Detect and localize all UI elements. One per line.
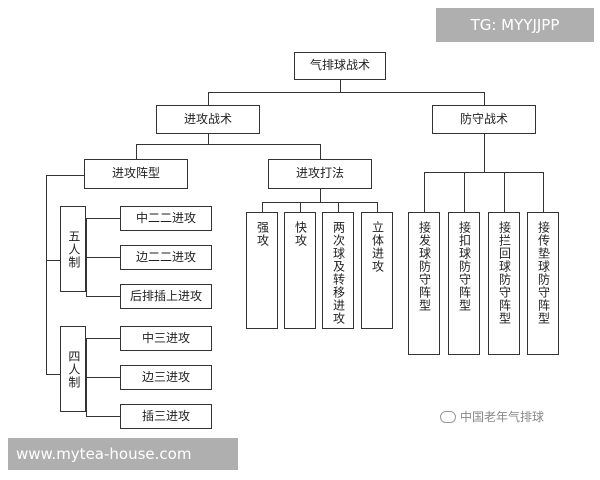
node-five-item-label: 中二二进攻 bbox=[135, 210, 196, 225]
connector bbox=[504, 172, 505, 212]
connector bbox=[300, 202, 301, 212]
node-five-item: 中二二进攻 bbox=[120, 206, 212, 231]
connector bbox=[464, 172, 465, 212]
node-method-label: 快攻 bbox=[293, 221, 308, 247]
node-root: 气排球战术 bbox=[294, 52, 386, 80]
connector bbox=[86, 377, 120, 378]
connector bbox=[136, 144, 320, 145]
node-attack: 进攻战术 bbox=[156, 105, 260, 134]
connector bbox=[484, 134, 485, 172]
connector bbox=[208, 92, 484, 93]
connector bbox=[262, 202, 263, 212]
connector bbox=[46, 374, 60, 375]
node-method: 两次球及转移进攻 bbox=[322, 212, 354, 329]
node-four-item: 插三进攻 bbox=[120, 404, 212, 429]
node-four-item: 中三进攻 bbox=[120, 326, 212, 351]
connector bbox=[136, 144, 137, 159]
node-defense-item-label: 接发球防守阵型 bbox=[417, 221, 432, 312]
connector bbox=[377, 202, 378, 212]
node-method: 强攻 bbox=[246, 212, 278, 329]
wechat-watermark-text: 中国老年气排球 bbox=[460, 410, 545, 424]
node-four-item: 边三进攻 bbox=[120, 365, 212, 390]
node-defense-item: 接拦回球防守阵型 bbox=[488, 212, 520, 355]
wechat-icon bbox=[440, 410, 456, 423]
node-attack-formation-label: 进攻阵型 bbox=[111, 166, 160, 181]
node-four-player-label: 四人制 bbox=[66, 349, 81, 389]
node-method-label: 强攻 bbox=[255, 221, 270, 247]
connector bbox=[46, 260, 60, 261]
node-four-item-label: 中三进攻 bbox=[141, 330, 190, 345]
connector bbox=[543, 172, 544, 212]
node-defense-item-label: 接传垫球防守阵型 bbox=[536, 221, 551, 325]
node-five-item: 边二二进攻 bbox=[120, 245, 212, 270]
node-four-item-label: 插三进攻 bbox=[141, 408, 190, 423]
node-defense-item: 接扣球防守阵型 bbox=[448, 212, 480, 355]
node-defense-item-label: 接拦回球防守阵型 bbox=[497, 221, 512, 325]
connector bbox=[86, 338, 120, 339]
node-attack-methods-label: 进攻打法 bbox=[295, 166, 344, 181]
connector bbox=[484, 92, 485, 105]
connector bbox=[320, 144, 321, 159]
connector bbox=[208, 134, 209, 144]
node-root-label: 气排球战术 bbox=[309, 58, 370, 73]
node-defense-label: 防守战术 bbox=[459, 111, 508, 126]
node-defense-item: 接发球防守阵型 bbox=[408, 212, 440, 355]
url-watermark: www.mytea-house.com bbox=[8, 438, 238, 470]
node-method-label: 两次球及转移进攻 bbox=[331, 221, 346, 325]
node-five-item-label: 后排插上进攻 bbox=[129, 288, 202, 303]
node-defense-item: 接传垫球防守阵型 bbox=[527, 212, 559, 355]
connector bbox=[320, 189, 321, 202]
connector bbox=[340, 80, 341, 92]
node-five-item: 后排插上进攻 bbox=[120, 284, 212, 309]
node-attack-formation: 进攻阵型 bbox=[84, 159, 188, 189]
connector bbox=[338, 202, 339, 212]
node-five-player-label: 五人制 bbox=[66, 229, 81, 269]
connector bbox=[424, 172, 425, 212]
connector bbox=[86, 218, 120, 219]
connector bbox=[46, 175, 84, 176]
node-four-player: 四人制 bbox=[60, 326, 86, 412]
connector bbox=[46, 175, 47, 375]
node-attack-methods: 进攻打法 bbox=[268, 159, 372, 189]
node-four-item-label: 边三进攻 bbox=[141, 369, 190, 384]
tg-watermark: TG: MYYJJPP bbox=[436, 8, 594, 42]
node-attack-label: 进攻战术 bbox=[183, 111, 232, 126]
connector bbox=[86, 416, 120, 417]
connector bbox=[86, 257, 120, 258]
node-defense: 防守战术 bbox=[432, 105, 536, 134]
wechat-watermark: 中国老年气排球 bbox=[440, 408, 544, 425]
node-method: 立体进攻 bbox=[361, 212, 393, 329]
connector bbox=[424, 172, 544, 173]
connector bbox=[208, 92, 209, 105]
node-method: 快攻 bbox=[284, 212, 316, 329]
connector bbox=[86, 296, 120, 297]
connector bbox=[262, 202, 378, 203]
node-five-player: 五人制 bbox=[60, 206, 86, 292]
node-defense-item-label: 接扣球防守阵型 bbox=[457, 221, 472, 312]
node-five-item-label: 边二二进攻 bbox=[135, 249, 196, 264]
node-method-label: 立体进攻 bbox=[370, 221, 385, 273]
